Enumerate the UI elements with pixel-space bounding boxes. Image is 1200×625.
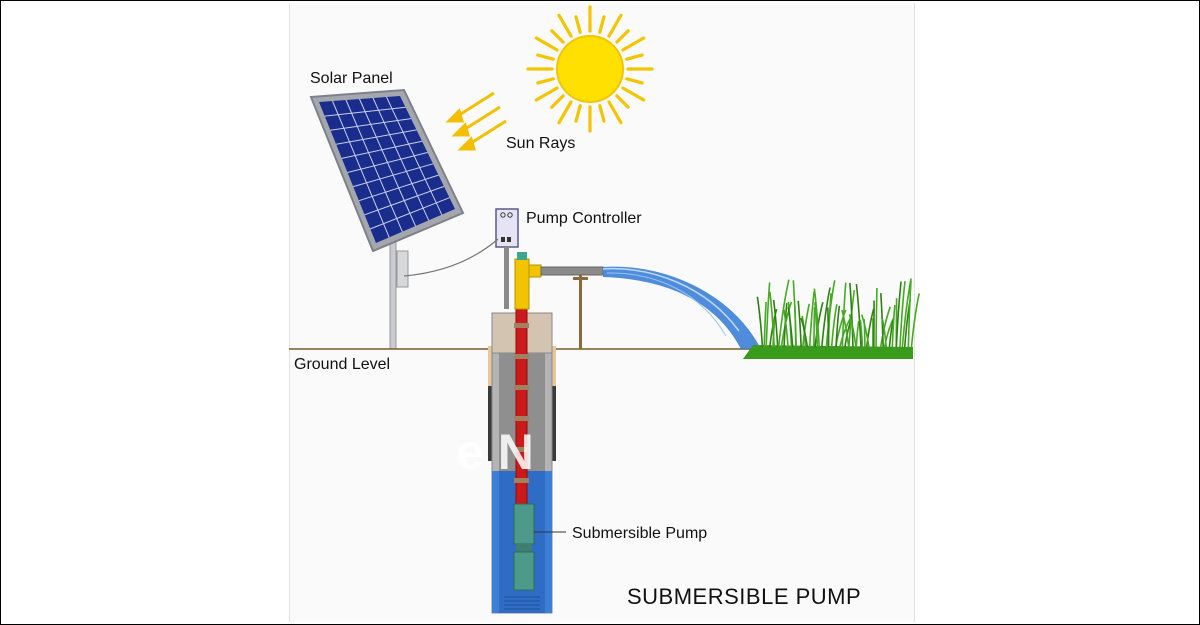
grass-blade [797,300,802,348]
ground-level-label: Ground Level [294,356,390,373]
panel-cells [319,96,455,243]
grass [743,278,920,359]
grass-blade [849,282,854,348]
sun-ray [557,13,573,38]
sun-icon [526,5,654,133]
grass-blade [910,293,920,348]
grass-blade [827,307,830,348]
submersible-pump [513,503,566,591]
pump-controller [403,208,519,309]
sun-ray [550,94,565,109]
panel-grid-line [324,106,406,117]
sun-rays-label: Sun Rays [506,135,575,152]
sun-ray [621,86,646,102]
grass-blade [855,320,860,348]
diagram-title: SUBMERSIBLE PUMP [627,584,861,609]
grass-blade [881,318,888,348]
sun-ray [607,13,623,38]
grass-blade [841,282,847,348]
grass-blade [814,302,824,348]
grass-blade [875,287,878,348]
grass-blade [879,306,892,348]
panel-grid-line [358,174,439,202]
grass-blade [883,318,894,348]
grass-blade [879,293,884,348]
sun-ray [574,15,582,34]
sun-disc [556,35,624,103]
sun-ray [598,104,606,123]
grass-blade [907,280,912,348]
grass-blade [787,307,794,348]
panel-grid-line [341,140,423,159]
panel-grid-line [370,197,450,230]
grass-blade [855,283,862,348]
grass-blade [814,302,819,348]
grass-blade [802,303,811,348]
sun-ray [621,36,646,52]
sun-ray [607,100,623,125]
water-jet [602,266,761,349]
grass-blade [756,296,764,348]
grass-blade [830,304,838,348]
sun-ray [574,104,582,123]
sun-ray [550,29,565,44]
grass-blade [783,309,789,348]
panel-grid-line [330,118,412,131]
grass-blade [865,308,875,348]
sun-ray [625,53,644,61]
grass-blade [860,314,870,348]
sun-ray [615,94,630,109]
grass-blade [859,319,864,348]
grass-blade [813,307,816,348]
sun-ray [598,15,606,34]
grass-blade [769,291,776,348]
pump-controller-label: Pump Controller [526,210,642,227]
sun-ray [534,36,559,52]
grass-blade [772,299,779,348]
solar-panel-label: Solar Panel [310,70,393,87]
sun-ray [536,53,555,61]
grass-blade [839,317,852,348]
sun-ray [625,77,644,85]
sun-ray [615,29,630,44]
sun-ray [557,100,573,125]
grass-blade [765,282,771,348]
grass-blade [821,287,831,348]
grass-blade [848,314,857,348]
panel-grid-line [336,129,417,145]
grass-blade [835,305,841,348]
solar-panel [309,88,465,350]
watermark: e N [456,424,534,480]
panel-grid-line [364,185,445,216]
delivery-pipe [540,266,604,276]
sun-ray [536,77,555,85]
grass-blade [891,304,896,348]
grass-blade [841,309,850,348]
grass-blade [800,317,809,348]
submersible-pump-label: Submersible Pump [572,525,707,542]
panel-junction-box [396,250,409,288]
sun-ray-arrows [445,91,507,151]
grass-blade [888,320,894,348]
panel-grid-line [347,152,428,173]
grass-blade [813,288,821,348]
sun-ray [534,86,559,102]
grass-blade [899,281,906,348]
grass-blade [895,281,902,348]
grass-blade [763,302,767,348]
grass-blade [808,291,815,348]
grass-blade [792,280,798,348]
panel-grid-line [353,163,434,188]
